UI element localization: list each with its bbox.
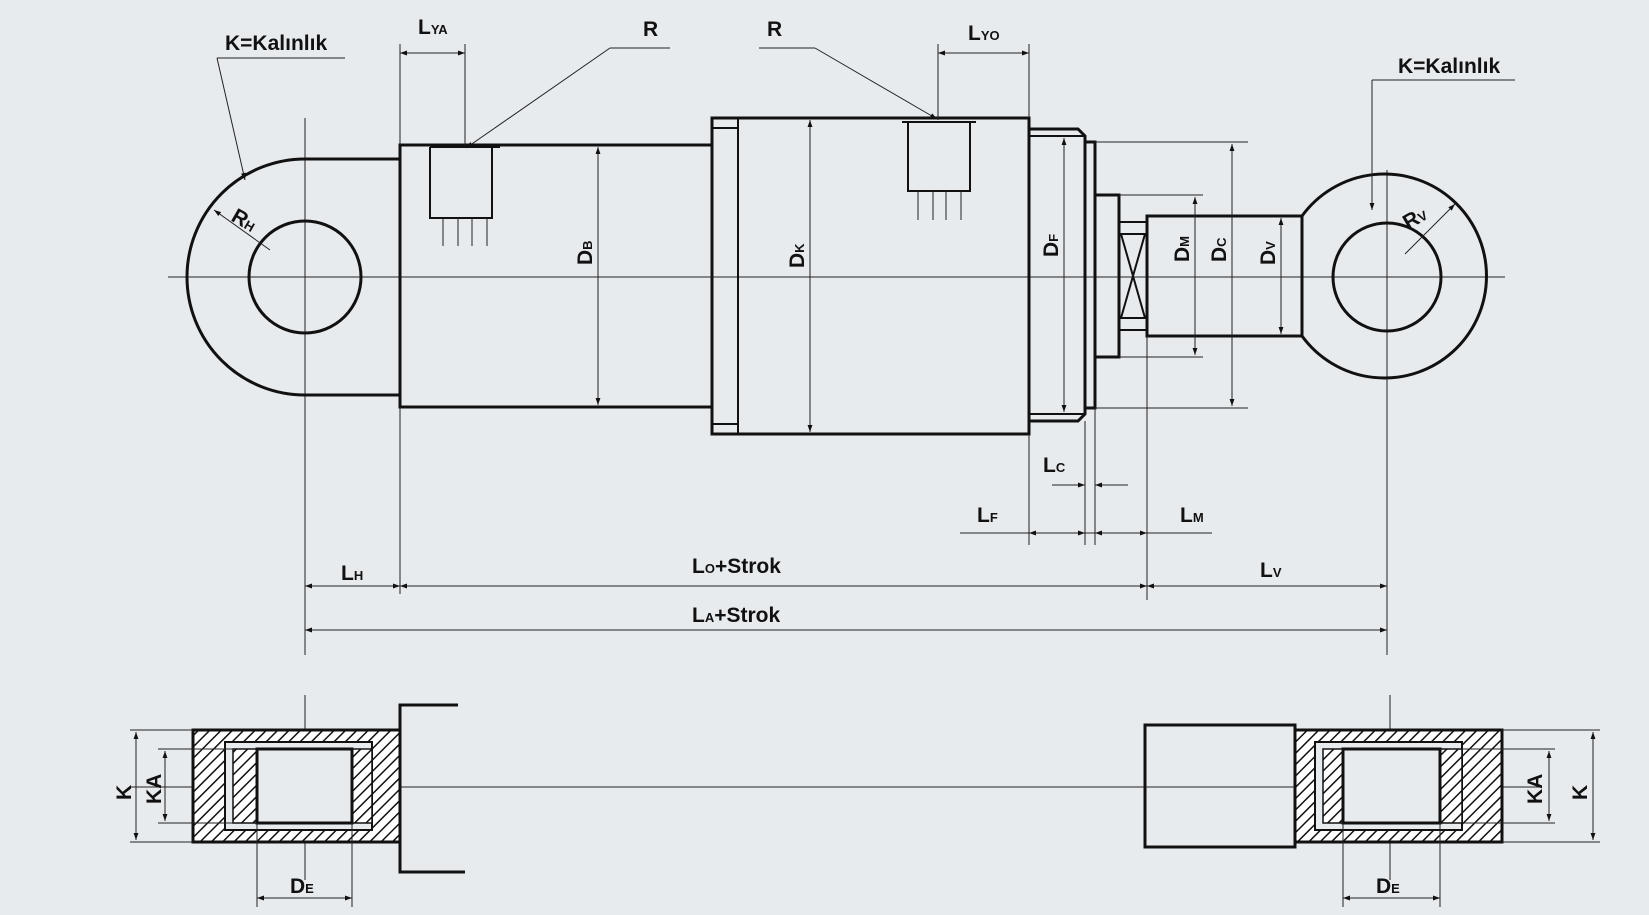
lh-label: LH <box>341 562 363 585</box>
de-label-left: DE <box>290 875 314 898</box>
front-port <box>907 122 971 192</box>
rear-bracket-top <box>398 703 458 730</box>
la-label: LA+Strok <box>692 604 780 627</box>
lo-label: LO+Strok <box>692 555 781 578</box>
dm-label: DM <box>1171 236 1194 262</box>
rod-eye-outline <box>1300 172 1488 380</box>
radius-label-right: R <box>767 18 782 41</box>
lv-label: LV <box>1260 559 1282 582</box>
ka-label-right: KA <box>1524 774 1547 804</box>
rod-end-block <box>1143 723 1297 849</box>
head-housing <box>710 116 1031 436</box>
rear-eye-bore <box>247 219 363 335</box>
rod-eye-section <box>1143 723 1600 907</box>
db-label: DB <box>574 240 597 265</box>
df-label: DF <box>1040 234 1063 257</box>
dc-label: DC <box>1208 237 1231 262</box>
rear-eye-section <box>130 703 465 907</box>
lyo-label: LYO <box>968 22 1000 45</box>
labels: K=Kalınlık K=Kalınlık R R RH RV LYA LYO … <box>113 16 1592 898</box>
lf-label: LF <box>977 504 998 527</box>
rear-port <box>429 147 493 219</box>
barrel-tube <box>398 143 714 409</box>
rear-eye-outline <box>185 157 400 397</box>
thickness-label-left: K=Kalınlık <box>225 32 327 55</box>
de-label-right: DE <box>1376 875 1400 898</box>
k-label-right: K <box>1569 785 1592 800</box>
rv-label: RV <box>1399 202 1431 234</box>
k-label-left: K <box>113 785 136 800</box>
radius-label-left: R <box>643 18 658 41</box>
rear-bracket-bottom <box>398 842 465 874</box>
thickness-label-right: K=Kalınlık <box>1398 55 1500 78</box>
ka-label-left: KA <box>143 774 166 804</box>
gland-nut <box>1093 193 1121 359</box>
rod-eye-bore <box>1331 221 1443 333</box>
dimensions <box>213 44 1515 633</box>
dk-label: DK <box>786 243 809 268</box>
lc-label: LC <box>1043 454 1066 477</box>
front-cover <box>1029 127 1087 423</box>
cylinder-side-view <box>185 116 1488 436</box>
dv-label: DV <box>1257 241 1280 265</box>
lm-label: LM <box>1180 504 1204 527</box>
lya-label: LYA <box>418 16 448 39</box>
piston-rod <box>1145 214 1304 338</box>
